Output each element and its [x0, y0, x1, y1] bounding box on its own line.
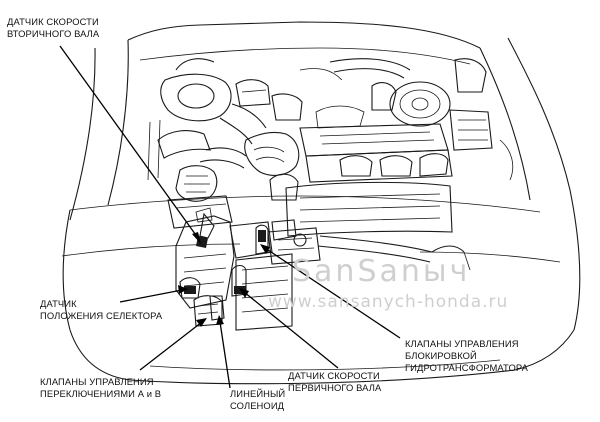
- label-shift-solenoids: КЛАПАНЫ УПРАВЛЕНИЯ ПЕРЕКЛЮЧЕНИЯМИ А и В: [40, 376, 161, 400]
- label-lockup-control-solenoids: КЛАПАНЫ УПРАВЛЕНИЯ БЛОКИРОВКОЙ ГИДРОТРАН…: [405, 338, 528, 374]
- car-body-outline: [61, 37, 581, 381]
- label-line: БЛОКИРОВКОЙ: [405, 350, 477, 361]
- leader-lines: [59, 45, 401, 389]
- label-line: ГИДРОТРАНСФОРМАТОРА: [405, 362, 528, 373]
- label-line: ВТОРИЧНОГО ВАЛА: [7, 28, 100, 39]
- watermark-url: www.sansanych-honda.ru: [268, 292, 509, 312]
- right-components: [299, 58, 514, 181]
- label-line: ПОЛОЖЕНИЯ СЕЛЕКТОРА: [40, 310, 163, 321]
- label-line: КЛАПАНЫ УПРАВЛЕНИЯ: [40, 376, 154, 387]
- firewall-outline: [127, 21, 481, 65]
- label-line: ПЕРВИЧНОГО ВАЛА: [288, 382, 382, 393]
- front-hoses: [317, 235, 471, 271]
- label-line: ДАТЧИК СКОРОСТИ: [7, 16, 99, 27]
- top-left-components: [167, 79, 303, 229]
- label-line: ПЕРЕКЛЮЧЕНИЯМИ А и В: [40, 388, 162, 399]
- transmission-assembly: [175, 207, 321, 331]
- air-intake: [147, 58, 300, 202]
- bumper-outline: [129, 359, 516, 385]
- label-line: КЛАПАНЫ УПРАВЛЕНИЯ: [405, 338, 519, 349]
- engine-block: [269, 105, 453, 237]
- label-line: СОЛЕНОИД: [230, 400, 285, 411]
- watermark-brand: SanSanыч: [292, 254, 471, 289]
- label-linear-solenoid: ЛИНЕЙНЫЙ СОЛЕНОИД: [230, 388, 285, 412]
- label-input-shaft-speed-sensor: ДАТЧИК СКОРОСТИ ПЕРВИЧНОГО ВАЛА: [288, 370, 381, 394]
- label-line: ДАТЧИК СКОРОСТИ: [288, 370, 380, 381]
- label-line: ДАТЧИК: [40, 298, 77, 309]
- label-transmission-range-sensor: ДАТЧИК ПОЛОЖЕНИЯ СЕЛЕКТОРА: [40, 298, 162, 322]
- label-line: ЛИНЕЙНЫЙ: [230, 388, 286, 399]
- label-output-shaft-speed-sensor: ДАТЧИК СКОРОСТИ ВТОРИЧНОГО ВАЛА: [7, 16, 99, 40]
